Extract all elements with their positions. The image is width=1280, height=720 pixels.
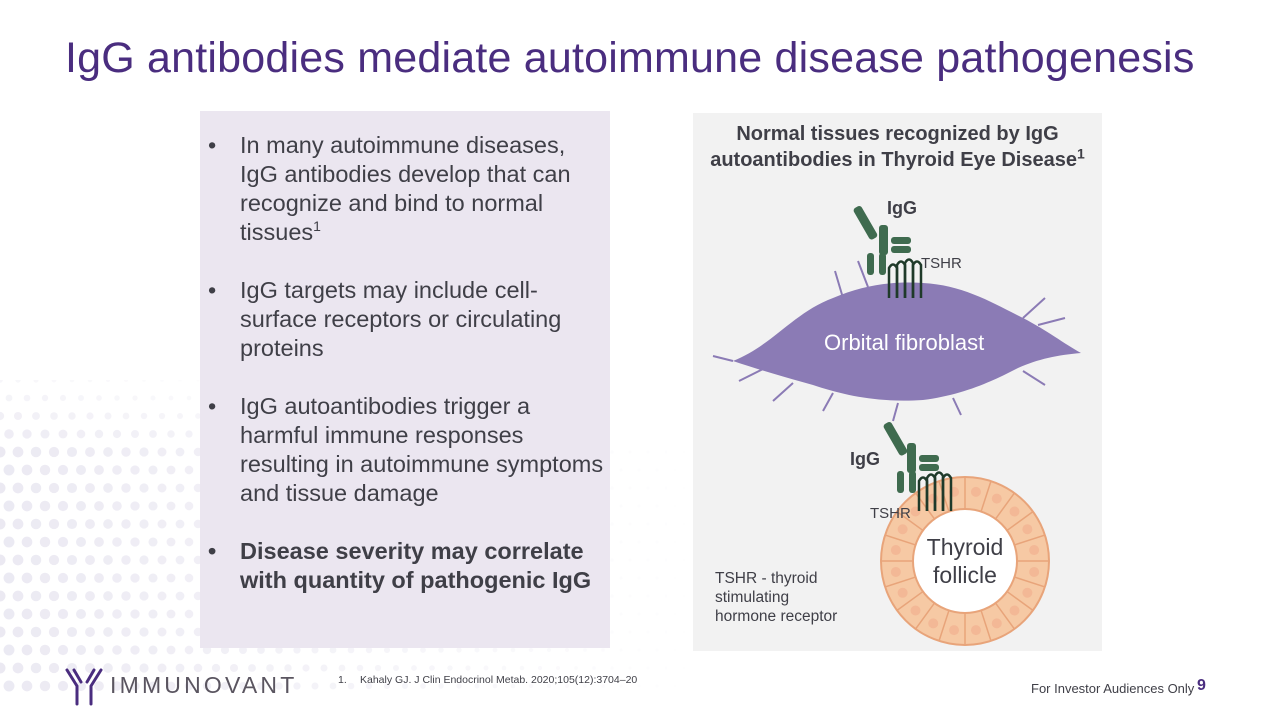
tshr-label-top: TSHR — [921, 255, 962, 272]
bullet-item: • Disease severity may correlate with qua… — [208, 537, 606, 595]
bullet-text: IgG autoantibodies trigger a harmful imm… — [240, 393, 604, 506]
antibody-top-icon — [853, 206, 911, 275]
figure-title-line2: autoantibodies in Thyroid Eye Disease — [710, 149, 1077, 171]
investor-disclaimer: For Investor Audiences Only — [1031, 681, 1195, 696]
footnote: 1. Kahaly GJ. J Clin Endocrinol Metab. 20… — [338, 674, 637, 686]
bullet-dot: • — [208, 132, 217, 158]
igg-label-top: IgG — [887, 198, 917, 218]
fibroblast-label: Orbital fibroblast — [824, 330, 985, 355]
page-number: 9 — [1197, 677, 1206, 694]
page-title: IgG antibodies mediate autoimmune diseas… — [65, 34, 1195, 82]
orbital-fibroblast-shape — [712, 260, 1081, 422]
igg-label-bottom: IgG — [850, 449, 880, 469]
figure-panel: Normal tissues recognized by IgG autoant… — [693, 113, 1102, 651]
logo-wordmark: IMMUNOVANT — [110, 672, 298, 698]
follicle-label-line2: follicle — [933, 562, 997, 588]
note-line2: stimulating — [715, 589, 790, 606]
tshr-label-bottom: TSHR — [870, 505, 911, 522]
tshr-receptor-top-icon — [887, 258, 923, 298]
figure-footnote-ref: 1 — [1076, 145, 1085, 162]
footnote-number: 1. — [338, 674, 347, 686]
bullet-text: In many autoimmune diseases, IgG antibod… — [240, 132, 571, 245]
antibody-y-icon — [65, 668, 103, 706]
bullet-dot: • — [208, 393, 217, 419]
follicle-label-line1: Thyroid — [926, 534, 1004, 560]
bullet-text: Disease severity may correlate with quan… — [240, 538, 592, 593]
company-logo — [65, 668, 103, 706]
footnote-ref: 1 — [313, 218, 321, 235]
figure-title-line1: Normal tissues recognized by IgG — [736, 123, 1059, 145]
bullet-panel: • In many autoimmune diseases, IgG antibo… — [200, 111, 610, 648]
figure-title: Normal tissues recognized by IgG autoant… — [693, 121, 1102, 173]
thyroid-follicle-shape — [880, 476, 1050, 646]
tshr-receptor-bottom-icon — [917, 471, 953, 511]
tshr-definition-note: TSHR - thyroid stimulating hormone recep… — [715, 569, 837, 626]
bullet-dot: • — [208, 538, 217, 564]
bullet-list: • In many autoimmune diseases, IgG antibo… — [208, 131, 606, 624]
bullet-item: • IgG autoantibodies trigger a harmful im… — [208, 392, 606, 508]
bullet-text: IgG targets may include cell-surface rec… — [240, 277, 562, 361]
bullet-dot: • — [208, 277, 217, 303]
figure-illustration — [712, 206, 1081, 646]
bullet-item: • IgG targets may include cell-surface re… — [208, 276, 606, 363]
note-line1: TSHR - thyroid — [715, 570, 818, 587]
antibody-bottom-icon — [883, 422, 939, 493]
note-line3: hormone receptor — [715, 608, 838, 625]
bullet-item: • In many autoimmune diseases, IgG antibo… — [208, 131, 606, 247]
follicle-label: Thyroid follicle — [915, 533, 1015, 589]
footnote-text: Kahaly GJ. J Clin Endocrinol Metab. 2020… — [360, 674, 638, 686]
